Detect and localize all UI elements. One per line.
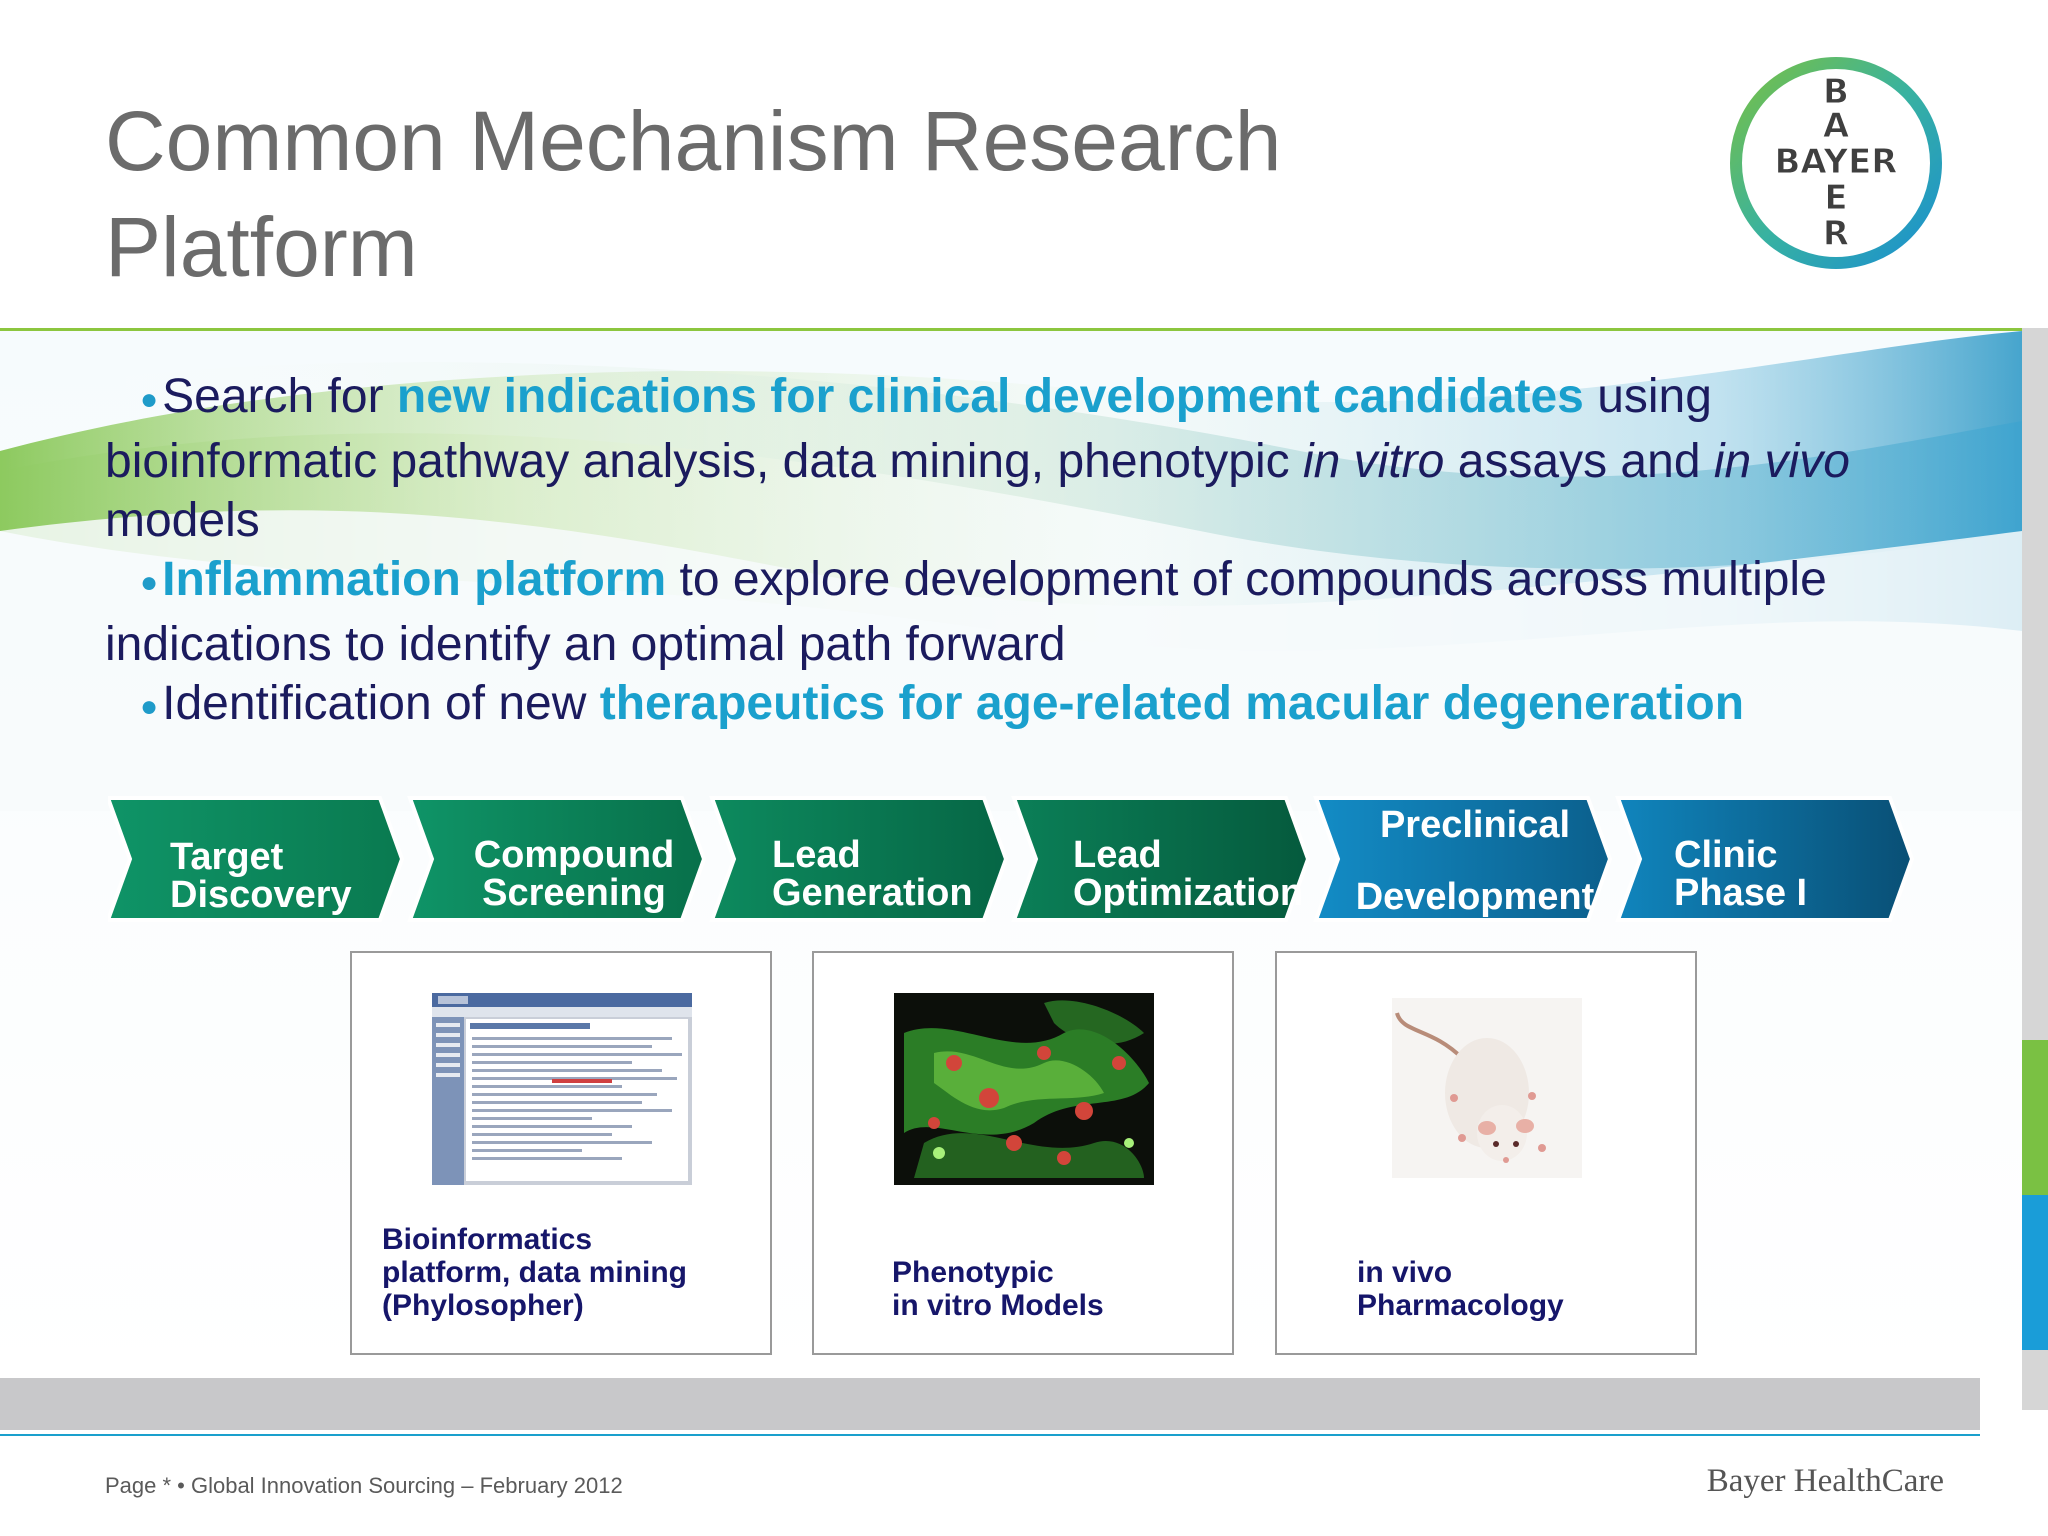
- software-screenshot-image: [432, 993, 692, 1185]
- card-bioinformatics: Bioinformatics platform, data mining (Ph…: [350, 951, 772, 1355]
- footer-band: [0, 1378, 1980, 1430]
- bullet-item-1: ●Search for new indications for clinical…: [105, 370, 1850, 547]
- cell-microscopy-image: [894, 993, 1154, 1185]
- side-accent-gray-lower: [2022, 1350, 2048, 1410]
- logo-letter-a: A: [1823, 106, 1850, 146]
- logo-word: BAYER: [1774, 142, 1897, 182]
- bullet-dot-icon: ●: [140, 690, 159, 723]
- footer-divider: [0, 1434, 1980, 1436]
- side-accent-blue: [2022, 1195, 2048, 1350]
- card-caption-in-vivo: in vivo Pharmacology: [1357, 1256, 1564, 1322]
- logo-letter-e: E: [1824, 178, 1847, 218]
- footer-page-info: Page * • Global Innovation Sourcing – Fe…: [105, 1473, 623, 1498]
- side-accent-green: [2022, 1040, 2048, 1195]
- bullet-dot-icon: ●: [140, 566, 159, 599]
- bullet-item-2: ●Inflammation platform to explore develo…: [105, 553, 1827, 671]
- brand-wordmark: Bayer HealthCare: [1706, 1463, 1944, 1499]
- pipeline-stage-chevron: [1313, 796, 1613, 922]
- pipeline-stage-chevron: [709, 796, 1009, 922]
- background-swoosh: [0, 331, 2022, 811]
- content-area: ●Search for new indications for clinical…: [0, 328, 2022, 1383]
- card-caption-bioinformatics: Bioinformatics platform, data mining (Ph…: [382, 1223, 688, 1322]
- card-phenotypic: Phenotypic in vitro Models: [812, 951, 1234, 1355]
- card-in-vivo: in vivo Pharmacology: [1275, 951, 1697, 1355]
- logo-letter-r: R: [1823, 214, 1849, 254]
- slide-title: Common Mechanism Research Platform: [105, 94, 1282, 294]
- pipeline-stage-chevron: [1615, 796, 1915, 922]
- bullet-list: ●Search for new indications for clinical…: [105, 367, 1947, 739]
- side-accent-gray: [2022, 328, 2048, 1040]
- pipeline-stage-chevron: [1011, 796, 1311, 922]
- bullet-dot-icon: ●: [140, 383, 159, 416]
- pipeline-stage-chevron: [407, 796, 707, 922]
- card-caption-phenotypic: Phenotypic in vitro Models: [892, 1256, 1104, 1322]
- bullet-item-3: ●Identification of new therapeutics for …: [140, 677, 1745, 730]
- bayer-logo: B A BAYER E R: [1730, 57, 1942, 269]
- logo-letter-b: B: [1823, 72, 1849, 112]
- lab-mouse-image: [1392, 998, 1582, 1178]
- pipeline-stage-chevron: [108, 796, 405, 922]
